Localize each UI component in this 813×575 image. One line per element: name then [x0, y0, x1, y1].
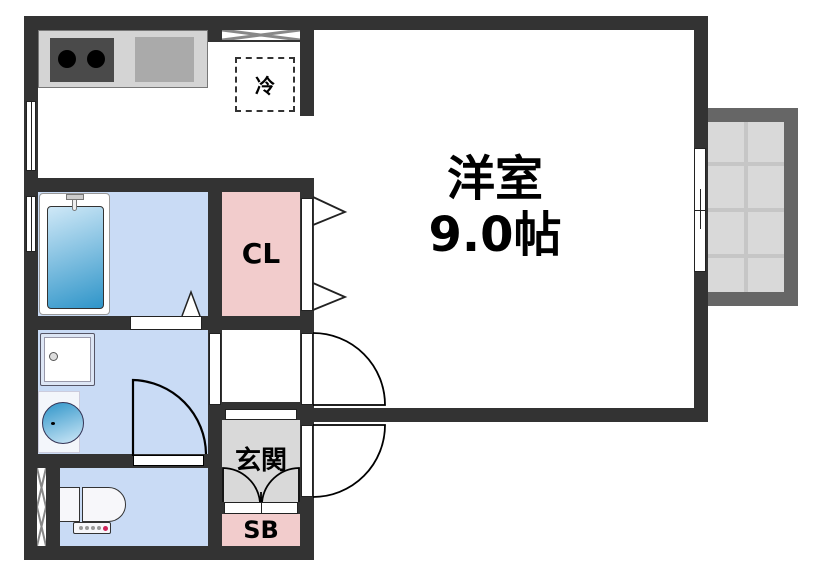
washing-machine-space — [40, 333, 95, 386]
shoe-box — [222, 514, 300, 546]
burner-icon — [58, 50, 76, 68]
bathroom-door[interactable] — [130, 316, 202, 330]
toilet-controller — [73, 522, 111, 534]
toilet — [60, 487, 126, 523]
kitchen-sink — [135, 37, 194, 82]
wall-top — [24, 16, 708, 30]
entrance-label: 玄関 — [234, 446, 287, 476]
washbasin-bowl — [42, 402, 84, 444]
balcony-grid-h1 — [706, 162, 784, 166]
western-room-size: 9.0帖 — [428, 207, 562, 263]
refrigerator-space: 冷 — [235, 57, 295, 112]
wall-kitchen-partition — [300, 16, 314, 116]
refrigerator-label: 冷 — [255, 74, 275, 98]
closet — [222, 192, 300, 316]
western-room-name: 洋室 — [446, 151, 543, 207]
balcony-grid-h3 — [706, 254, 784, 258]
window-balcony — [694, 148, 706, 272]
closet-door-swing — [312, 196, 348, 311]
bathtub-basin — [47, 206, 104, 309]
wall-left — [24, 16, 38, 560]
entrance — [222, 420, 300, 502]
balcony — [706, 108, 798, 306]
front-door-panel[interactable] — [301, 425, 313, 497]
window-bath-left — [26, 196, 36, 252]
washroom-door[interactable] — [133, 455, 204, 466]
balcony-grid-v — [744, 122, 748, 292]
bathroom-door-swing — [181, 290, 201, 317]
wall-toilet-left — [46, 454, 60, 560]
wall-room-bottom — [300, 408, 708, 422]
wall-kitchen-bottom — [24, 178, 314, 192]
shoe-box-door[interactable] — [224, 502, 298, 514]
genkan-door-swing — [222, 467, 300, 503]
toilet-tank — [60, 487, 80, 522]
washroom-door-swing — [131, 378, 208, 456]
wall-bottom — [24, 546, 314, 560]
bathtub — [39, 193, 110, 315]
balcony-grid-h2 — [706, 208, 784, 212]
shoe-box-label: SB — [243, 516, 279, 544]
closet-door-panel[interactable] — [301, 198, 313, 311]
window-kitchen-left — [26, 101, 36, 171]
front-door-swing — [312, 424, 386, 498]
toilet-bowl — [82, 487, 126, 522]
closet-label: CL — [241, 237, 281, 270]
balcony-floor — [706, 122, 784, 292]
burner-icon — [87, 50, 105, 68]
kitchen-counter — [38, 30, 208, 88]
kitchen-stove — [50, 38, 114, 82]
window-toilet — [37, 468, 46, 546]
washbasin — [38, 391, 84, 453]
hallway — [222, 330, 300, 402]
room-door-swing — [312, 332, 386, 406]
room-door-panel[interactable] — [301, 333, 313, 405]
window-top — [222, 30, 300, 40]
drain-icon — [49, 352, 58, 361]
hall-threshold — [225, 409, 297, 420]
hall-door-panel — [209, 333, 221, 405]
western-room-label: 洋室 9.0帖 — [380, 155, 610, 259]
